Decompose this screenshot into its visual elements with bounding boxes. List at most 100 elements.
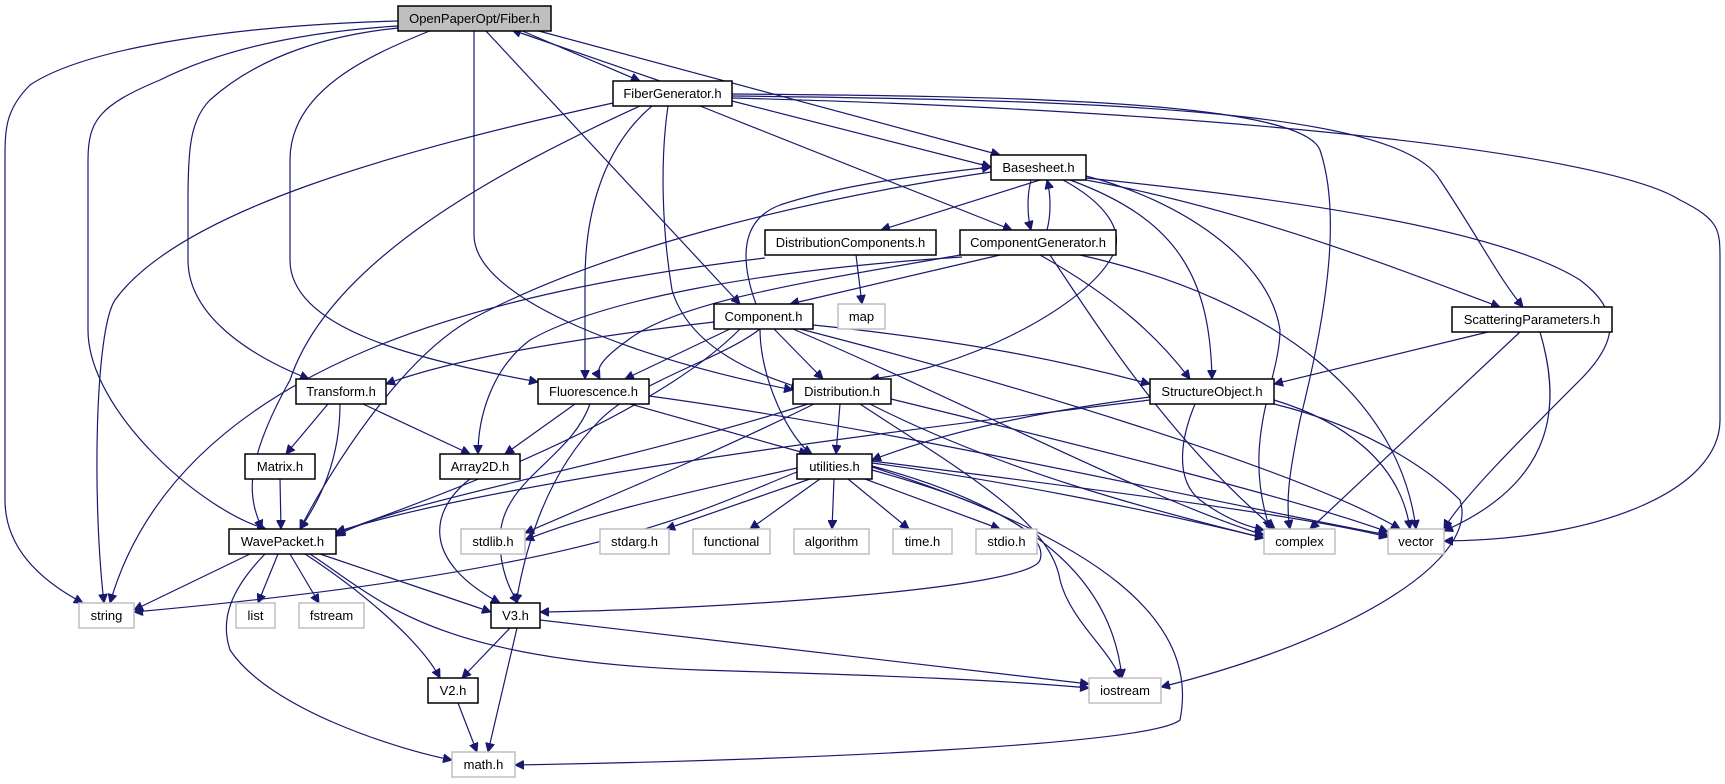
edge-compgen-to-component — [790, 254, 1001, 304]
node-box[interactable] — [990, 154, 1087, 181]
node-scatter[interactable]: ScatteringParameters.h — [1451, 306, 1613, 333]
edge-fibergen-to-compgen — [699, 105, 1012, 230]
node-label: WavePacket.h — [241, 534, 324, 549]
node-box — [78, 602, 135, 629]
edge-utilities-to-stdio — [864, 478, 1000, 529]
edge-v3-to-math — [488, 627, 518, 752]
edge-fibergen-to-string — [96, 102, 614, 603]
edge-distribution-to-vector — [890, 398, 1388, 532]
edge-compgen-to-fluor — [598, 254, 961, 379]
node-box — [692, 528, 771, 555]
node-box[interactable] — [537, 378, 650, 405]
node-label: list — [248, 608, 264, 623]
node-box[interactable] — [764, 229, 937, 256]
edge-wavepacket-to-string — [134, 553, 251, 610]
edge-utilities-to-stdlib — [525, 467, 798, 540]
node-v2[interactable]: V2.h — [427, 677, 479, 704]
node-label: Matrix.h — [257, 459, 303, 474]
node-box[interactable] — [959, 229, 1117, 256]
node-label: V2.h — [440, 683, 467, 698]
node-box[interactable] — [228, 528, 337, 555]
edge-array2d-to-v3 — [439, 478, 500, 604]
node-string: string — [78, 602, 135, 629]
edge-v3-to-iostream — [539, 619, 1089, 684]
node-transform[interactable]: Transform.h — [295, 378, 387, 405]
node-box[interactable] — [1149, 378, 1275, 405]
node-matrix[interactable]: Matrix.h — [244, 453, 316, 480]
node-box[interactable] — [397, 5, 552, 32]
node-fluor[interactable]: Fluorescence.h — [537, 378, 650, 405]
edge-fiber-to-distribution — [473, 30, 793, 390]
edge-component-to-distribution — [773, 328, 823, 379]
node-label: utilities.h — [809, 459, 860, 474]
node-box — [235, 602, 276, 629]
node-box[interactable] — [796, 453, 873, 480]
node-distribution[interactable]: Distribution.h — [792, 378, 892, 405]
node-label: time.h — [905, 534, 940, 549]
node-distcomp[interactable]: DistributionComponents.h — [764, 229, 937, 256]
node-label: stdio.h — [987, 534, 1025, 549]
edge-distribution-to-iostream — [859, 403, 1120, 678]
node-time: time.h — [892, 528, 953, 555]
edge-fibergen-to-complex — [731, 93, 1332, 529]
node-box[interactable] — [1451, 306, 1613, 333]
node-box[interactable] — [439, 453, 521, 480]
node-label: StructureObject.h — [1161, 384, 1262, 399]
edge-fiber-to-transform — [187, 27, 399, 379]
edge-fiber-to-fluor — [289, 29, 538, 382]
node-v3[interactable]: V3.h — [490, 602, 541, 629]
node-iostream: iostream — [1088, 677, 1162, 704]
node-utilities[interactable]: utilities.h — [796, 453, 873, 480]
node-label: Distribution.h — [804, 384, 880, 399]
node-box — [892, 528, 953, 555]
node-label: FiberGenerator.h — [623, 86, 721, 101]
edge-fibergen-to-fluor — [585, 105, 653, 379]
edge-component-to-basesheet — [745, 167, 991, 305]
edge-utilities-to-math — [515, 466, 1184, 765]
node-wavepacket[interactable]: WavePacket.h — [228, 528, 337, 555]
edge-fluor-to-v3 — [499, 403, 591, 603]
node-box[interactable] — [612, 80, 733, 107]
node-box — [599, 528, 670, 555]
node-component[interactable]: Component.h — [713, 303, 814, 330]
edge-structobj-to-complex — [1182, 403, 1265, 530]
node-label: fstream — [310, 608, 353, 623]
edge-wavepacket-to-v3 — [319, 553, 491, 612]
edge-fluor-to-vector — [648, 395, 1388, 535]
node-basesheet[interactable]: Basesheet.h — [990, 154, 1087, 181]
node-label: ScatteringParameters.h — [1464, 312, 1601, 327]
node-box[interactable] — [244, 453, 316, 480]
edge-basesheet-to-wavepacket — [299, 171, 992, 529]
edge-structobj-to-vector — [1273, 399, 1410, 529]
edge-compgen-to-complex — [1049, 254, 1275, 529]
node-box[interactable] — [427, 677, 479, 704]
node-box — [460, 528, 526, 555]
node-fiber[interactable]: OpenPaperOpt/Fiber.h — [397, 5, 552, 32]
edge-scatter-to-structobj — [1274, 331, 1489, 384]
edge-utilities-to-functional — [750, 478, 821, 529]
node-compgen[interactable]: ComponentGenerator.h — [959, 229, 1117, 256]
node-complex: complex — [1263, 528, 1336, 555]
edge-basesheet-to-complex — [1085, 175, 1281, 529]
node-box[interactable] — [713, 303, 814, 330]
edge-structobj-to-wavepacket — [336, 399, 1151, 532]
node-box — [298, 602, 365, 629]
node-stdlib: stdlib.h — [460, 528, 526, 555]
edge-utilities-to-stdarg — [666, 478, 811, 529]
node-box[interactable] — [792, 378, 892, 405]
node-box[interactable] — [490, 602, 541, 629]
node-label: V3.h — [502, 608, 529, 623]
node-box[interactable] — [295, 378, 387, 405]
node-array2d[interactable]: Array2D.h — [439, 453, 521, 480]
edge-wavepacket-to-list — [258, 553, 279, 603]
node-label: algorithm — [805, 534, 858, 549]
edge-wavepacket-to-iostream — [309, 553, 1089, 688]
edge-distcomp-to-string — [110, 257, 766, 603]
node-list: list — [235, 602, 276, 629]
edge-basesheet-to-distribution — [870, 179, 1117, 379]
node-structobj[interactable]: StructureObject.h — [1149, 378, 1275, 405]
node-fstream: fstream — [298, 602, 365, 629]
node-label: functional — [704, 534, 760, 549]
edge-fiber-to-fibergen — [519, 29, 640, 81]
node-fibergen[interactable]: FiberGenerator.h — [612, 80, 733, 107]
